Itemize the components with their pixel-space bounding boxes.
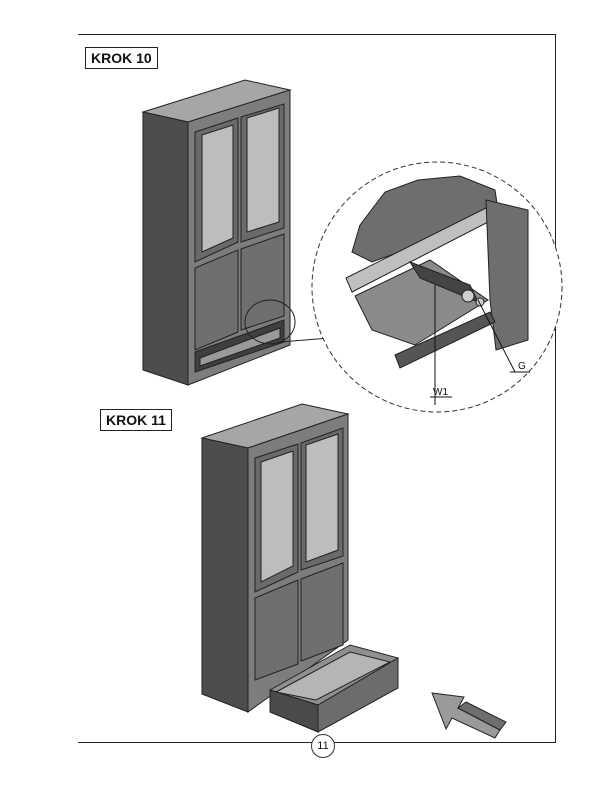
callout-w1: W1 [433, 387, 448, 398]
detail-zoom [311, 161, 563, 413]
step-10-label: KROK 10 [85, 47, 158, 69]
push-arrow [431, 692, 507, 739]
step-11-label: KROK 11 [100, 409, 172, 431]
page-number: 11 [311, 734, 335, 758]
callout-g: G [518, 361, 526, 372]
cabinet-step11 [200, 403, 400, 733]
cabinet-step10 [141, 79, 331, 386]
